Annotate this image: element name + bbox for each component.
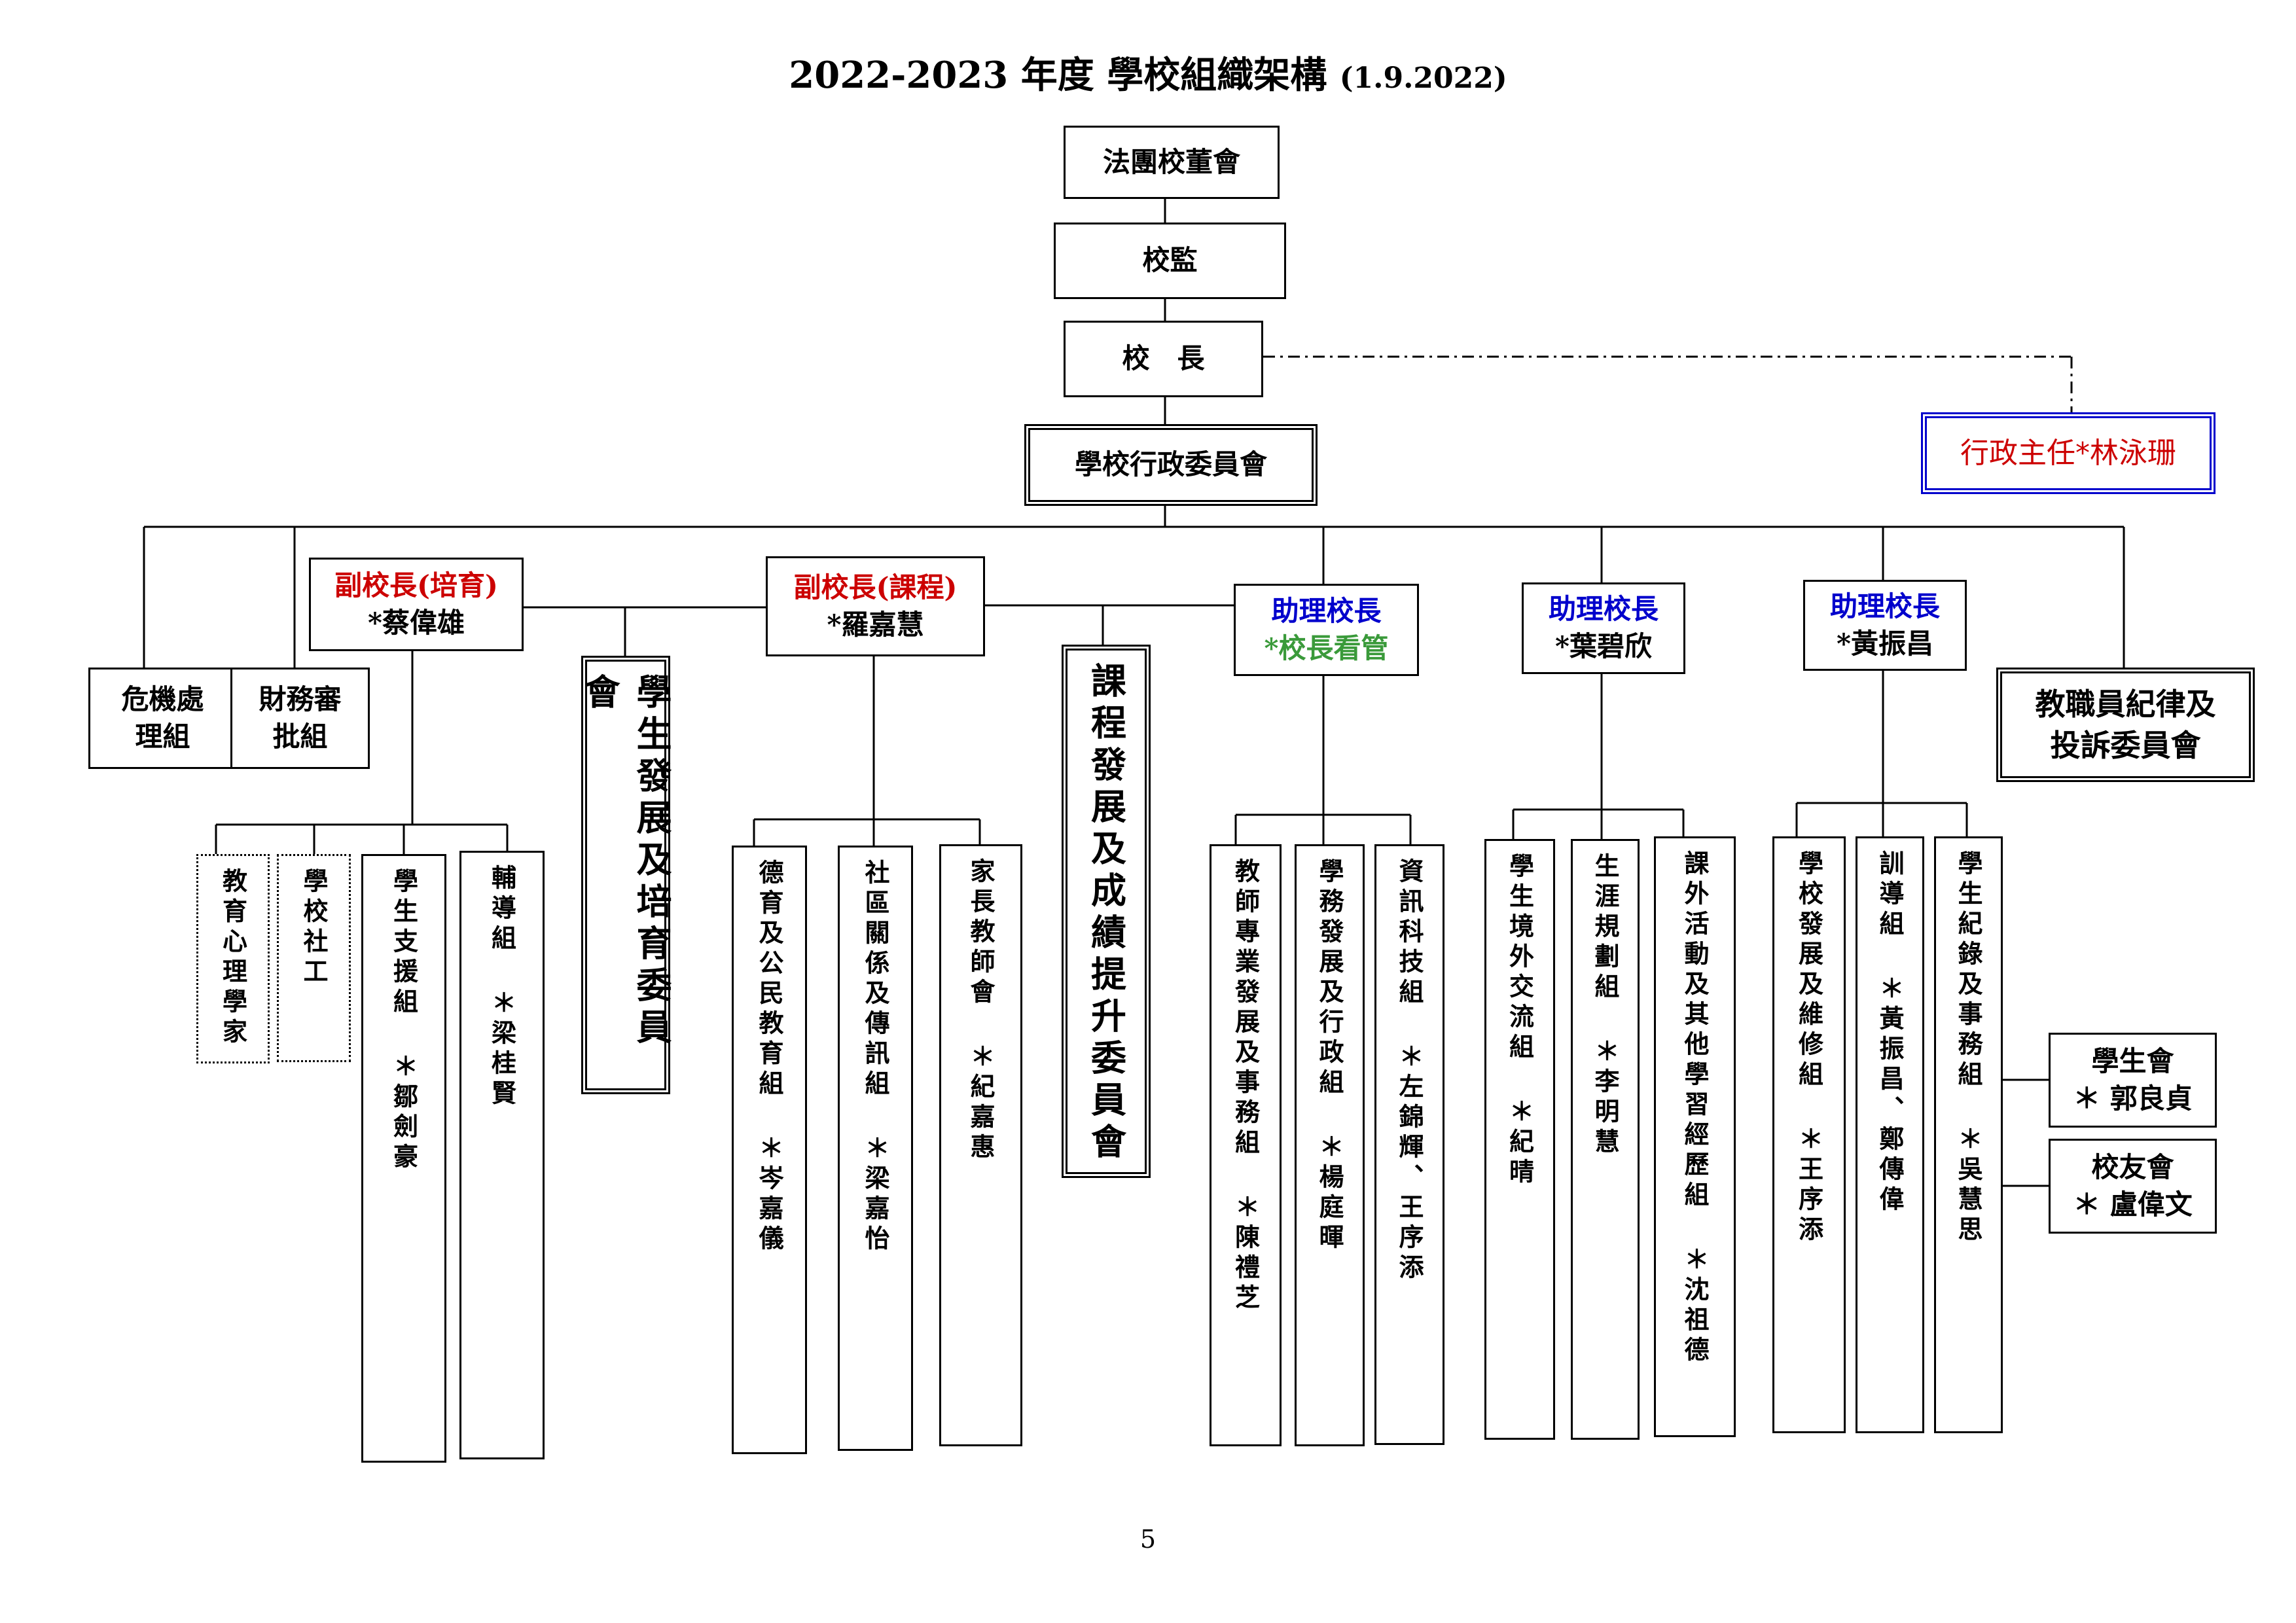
title-date: (1.9.2022) bbox=[1339, 62, 1507, 95]
discipline-group-box: 訓導組 ＊黃振昌、鄭傳偉 bbox=[1856, 836, 1924, 1433]
board-box: 法團校董會 bbox=[1064, 126, 1280, 199]
staff-committee-box: 教職員紀律及 投訴委員會 bbox=[1996, 668, 2255, 782]
guidance-group-label: 輔導組 ＊梁桂賢 bbox=[487, 865, 517, 1110]
student-union-label: 學生會 ＊ 郭良貞 bbox=[2073, 1044, 2193, 1115]
finance-group-box: 財務審 批組 bbox=[230, 668, 370, 769]
page-number: 5 bbox=[1139, 1525, 1157, 1554]
moral-group-label: 德育及公民教育組 ＊岑嘉儀 bbox=[755, 859, 784, 1255]
principal-box: 校 長 bbox=[1064, 321, 1263, 397]
board-label: 法團校董會 bbox=[1102, 145, 1240, 178]
psychologist-box: 教育心理學家 bbox=[196, 854, 270, 1063]
community-group-box: 社區關係及傳訊組 ＊梁嘉怡 bbox=[838, 846, 913, 1451]
staff-committee-label: 教職員紀律及 投訴委員會 bbox=[2035, 687, 2216, 763]
student-dev-committee-box: 學生發展及培育委員會 bbox=[579, 656, 672, 1094]
vp-nurture-name: *蔡偉雄 bbox=[368, 606, 465, 639]
ap3-role: 助理校長 bbox=[1829, 590, 1940, 622]
pta-box: 家長教師會 ＊紀嘉惠 bbox=[939, 844, 1022, 1446]
ap3-box: 助理校長 *黃振昌 bbox=[1803, 580, 1967, 671]
ap3-name: *黃振昌 bbox=[1837, 627, 1933, 660]
vp-nurture-box: 副校長(培育) *蔡偉雄 bbox=[309, 558, 524, 651]
support-group-label: 學生支援組 ＊鄒劍豪 bbox=[389, 868, 419, 1173]
moral-group-box: 德育及公民教育組 ＊岑嘉儀 bbox=[732, 846, 807, 1454]
vp-curriculum-role: 副校長(課程) bbox=[793, 571, 958, 603]
support-group-box: 學生支援組 ＊鄒劍豪 bbox=[361, 854, 446, 1463]
crisis-group-label: 危機處 理組 bbox=[121, 683, 204, 753]
curriculum-dev-committee-label: 課程發展及成績提升委員會 bbox=[1085, 662, 1127, 1165]
exchange-group-box: 學生境外交流組 ＊紀晴 bbox=[1484, 839, 1555, 1440]
curriculum-dev-committee-box: 課程發展及成績提升委員會 bbox=[1062, 645, 1151, 1178]
eca-group-box: 課外活動及其他學習經歷組 ＊沈祖德 bbox=[1654, 836, 1736, 1437]
ap1-box: 助理校長 *校長看管 bbox=[1234, 584, 1419, 676]
psychologist-label: 教育心理學家 bbox=[218, 868, 248, 1048]
principal-label: 校 長 bbox=[1122, 342, 1205, 375]
ap1-role: 助理校長 bbox=[1271, 594, 1382, 627]
admin-committee-box: 學校行政委員會 bbox=[1024, 424, 1318, 506]
school-dev-group-label: 學校發展及維修組 ＊王序添 bbox=[1794, 850, 1824, 1246]
finance-group-label: 財務審 批組 bbox=[259, 683, 342, 753]
career-group-box: 生涯規劃組 ＊李明慧 bbox=[1571, 839, 1640, 1440]
community-group-label: 社區關係及傳訊組 ＊梁嘉怡 bbox=[861, 859, 890, 1255]
chart-title: 2022-2023 年度 學校組織架構 (1.9.2022) bbox=[0, 46, 2296, 99]
ap2-box: 助理校長 *葉碧欣 bbox=[1522, 582, 1685, 674]
academic-admin-group-box: 學務發展及行政組 ＊楊庭暉 bbox=[1295, 844, 1365, 1446]
vp-curriculum-name: *羅嘉慧 bbox=[827, 608, 924, 641]
title-text: 2022-2023 年度 學校組織架構 bbox=[789, 54, 1327, 97]
exchange-group-label: 學生境外交流組 ＊紀晴 bbox=[1505, 853, 1535, 1188]
records-group-label: 學生紀錄及事務組 ＊吳慧思 bbox=[1954, 850, 1983, 1246]
supervisor-box: 校監 bbox=[1054, 223, 1286, 299]
eca-group-label: 課外活動及其他學習經歷組 ＊沈祖德 bbox=[1680, 850, 1710, 1366]
discipline-group-label: 訓導組 ＊黃振昌、鄭傳偉 bbox=[1875, 850, 1905, 1216]
it-group-box: 資訊科技組 ＊左錦輝、王序添 bbox=[1374, 844, 1444, 1445]
ap1-name: *校長看管 bbox=[1264, 632, 1389, 664]
it-group-label: 資訊科技組 ＊左錦輝、王序添 bbox=[1395, 858, 1424, 1284]
admin-head-box: 行政主任*林泳珊 bbox=[1921, 412, 2215, 494]
crisis-group-box: 危機處 理組 bbox=[88, 668, 237, 769]
supervisor-label: 校監 bbox=[1142, 244, 1198, 277]
alumni-label: 校友會 ＊ 盧偉文 bbox=[2073, 1150, 2193, 1221]
guidance-group-box: 輔導組 ＊梁桂賢 bbox=[459, 851, 545, 1459]
teacher-dev-group-label: 教師專業發展及事務組 ＊陳禮芝 bbox=[1230, 858, 1261, 1314]
social-worker-box: 學校社工 bbox=[277, 854, 351, 1062]
student-dev-committee-label: 學生發展及培育委員會 bbox=[579, 673, 672, 1050]
vp-curriculum-box: 副校長(課程) *羅嘉慧 bbox=[766, 556, 985, 656]
social-worker-label: 學校社工 bbox=[299, 868, 329, 988]
vp-nurture-role: 副校長(培育) bbox=[334, 569, 498, 601]
student-union-box: 學生會 ＊ 郭良貞 bbox=[2049, 1033, 2217, 1128]
career-group-label: 生涯規劃組 ＊李明慧 bbox=[1590, 853, 1620, 1158]
alumni-box: 校友會 ＊ 盧偉文 bbox=[2049, 1139, 2217, 1234]
admin-head-label: 行政主任*林泳珊 bbox=[1960, 436, 2176, 470]
school-dev-group-box: 學校發展及維修組 ＊王序添 bbox=[1772, 836, 1846, 1433]
pta-label: 家長教師會 ＊紀嘉惠 bbox=[966, 858, 996, 1164]
records-group-box: 學生紀錄及事務組 ＊吳慧思 bbox=[1934, 836, 2003, 1433]
admin-committee-label: 學校行政委員會 bbox=[1074, 448, 1267, 481]
teacher-dev-group-box: 教師專業發展及事務組 ＊陳禮芝 bbox=[1210, 844, 1282, 1446]
ap2-role: 助理校長 bbox=[1548, 593, 1659, 626]
academic-admin-group-label: 學務發展及行政組 ＊楊庭暉 bbox=[1315, 858, 1344, 1254]
ap2-name: *葉碧欣 bbox=[1555, 630, 1652, 662]
